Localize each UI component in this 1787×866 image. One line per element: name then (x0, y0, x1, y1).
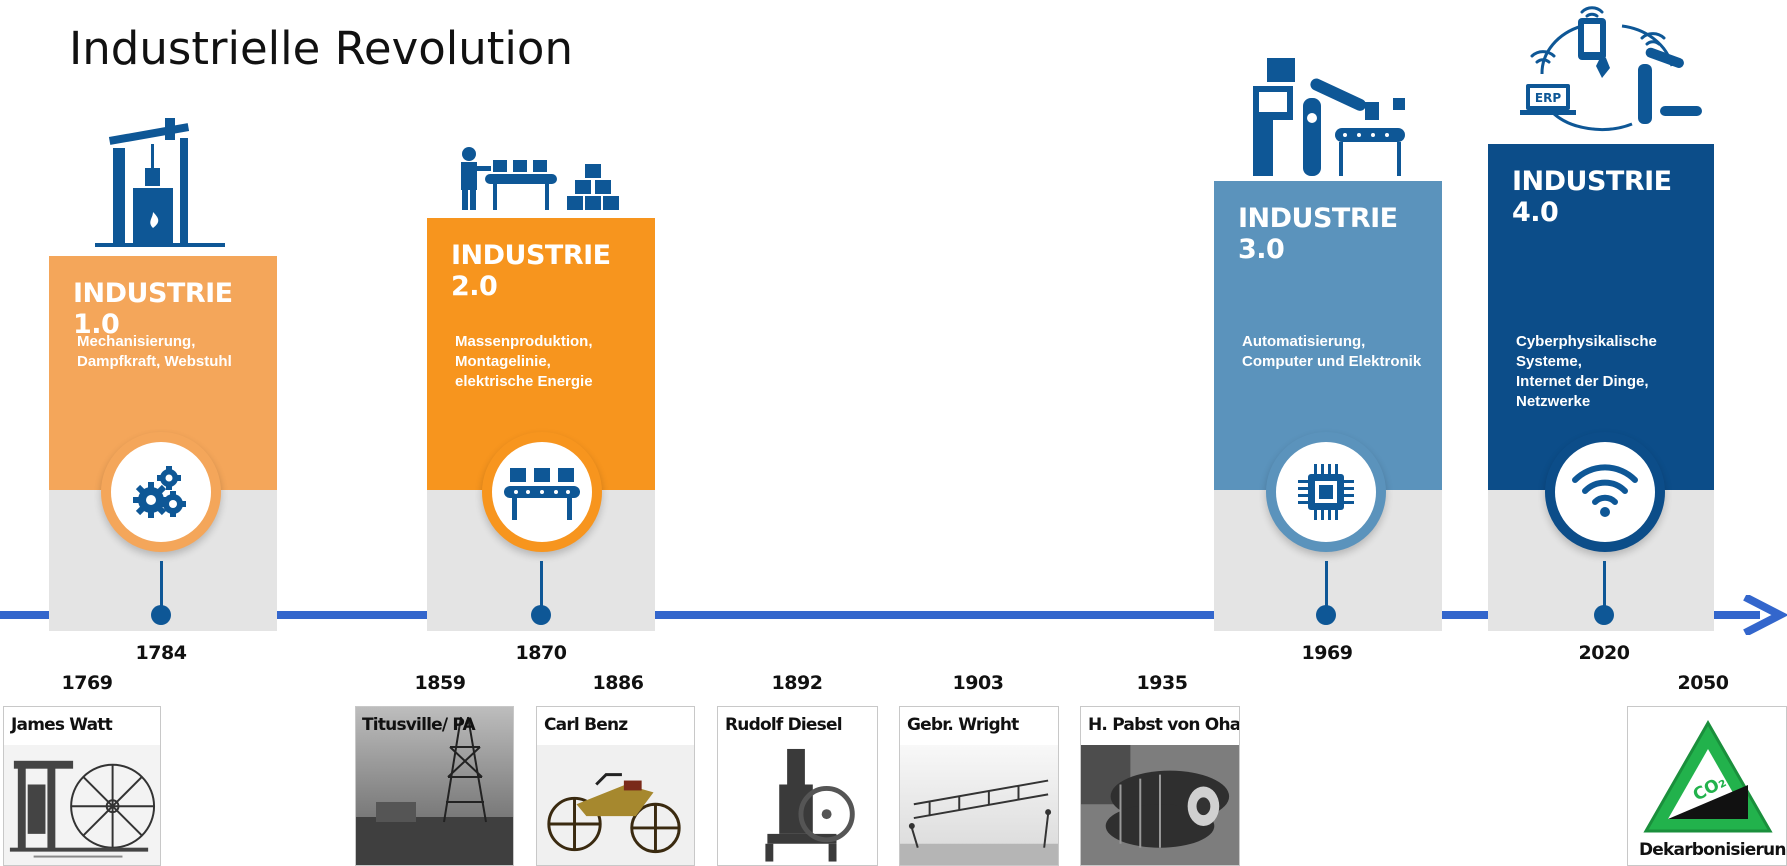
milestone-year: 1935 (1136, 672, 1188, 694)
diesel-engine-photo (718, 745, 877, 865)
panel-industrie-1: INDUSTRIE 1.0 Mechanisierung, Dampfkraft… (49, 256, 277, 631)
panel-stem (160, 561, 163, 613)
panel-circle (1266, 432, 1386, 552)
panel-year: 1784 (135, 642, 187, 664)
panel-stem (540, 561, 543, 613)
benz-motorwagen-photo (537, 745, 694, 865)
milestone-year: 1903 (952, 672, 1004, 694)
panel-stem (1325, 561, 1328, 613)
panel-stem (1603, 561, 1606, 613)
co2-warning-sign: CO₂ (1643, 719, 1773, 833)
milestone-year: 1892 (771, 672, 823, 694)
assembly-line-icon (461, 147, 619, 210)
milestone-card-carl-benz: Carl Benz (536, 706, 695, 866)
steam-engine-photo (4, 745, 160, 865)
milestone-year: 2050 (1677, 672, 1729, 694)
panel-circle (1545, 432, 1665, 552)
erp-label: ERP (1535, 91, 1561, 105)
panel-year: 2020 (1578, 642, 1630, 664)
panel-description: Massenproduktion, Montagelinie, elektris… (455, 333, 593, 390)
milestone-caption: Titusville/ PA (362, 715, 476, 735)
panel-industrie-3: INDUSTRIE 3.0 Automatisierung, Computer … (1214, 181, 1442, 631)
milestone-card-dekarbonisierung: CO₂ Dekarbonisierung (1627, 706, 1787, 866)
page-title: Industrielle Revolution (69, 22, 573, 75)
milestone-year: 1769 (61, 672, 113, 694)
milestone-caption: James Watt (11, 715, 113, 735)
milestone-card-james-watt: James Watt (3, 706, 161, 866)
milestone-caption: H. Pabst von Ohain (1088, 715, 1240, 735)
chip-icon (1298, 464, 1354, 520)
panel-year: 1969 (1301, 642, 1353, 664)
wright-glider-photo (900, 745, 1058, 865)
gears-icon (133, 466, 186, 518)
milestone-caption: Gebr. Wright (907, 715, 1019, 735)
panel-year: 1870 (515, 642, 567, 664)
milestone-card-rudolf-diesel: Rudolf Diesel (717, 706, 878, 866)
robot-arm-computer-icon (1253, 58, 1405, 176)
milestone-caption: Rudolf Diesel (725, 715, 843, 735)
milestone-caption: Dekarbonisierung (1639, 840, 1787, 860)
milestone-caption: Carl Benz (544, 715, 628, 735)
wifi-icon (1572, 464, 1638, 517)
panel-description: Automatisierung, Computer und Elektronik (1242, 333, 1422, 370)
panel-industrie-4: INDUSTRIE 4.0 Cyberphysikalische Systeme… (1488, 144, 1714, 631)
panel-circle (482, 432, 602, 552)
panel-description: Cyberphysikalische Systeme, Internet der… (1516, 333, 1657, 410)
panel-title: INDUSTRIE 4.0 (1512, 166, 1672, 228)
conveyor-icon (504, 468, 580, 520)
milestone-year: 1859 (414, 672, 466, 694)
iot-network-icon: ERP (1520, 6, 1702, 132)
oil-derrick-photo (356, 707, 513, 865)
panel-title: INDUSTRIE 2.0 (451, 240, 611, 302)
milestone-year: 1886 (592, 672, 644, 694)
timeline-axis (0, 595, 1787, 635)
timeline-dot (151, 605, 171, 625)
jet-engine-photo (1081, 745, 1239, 865)
panel-description: Mechanisierung, Dampfkraft, Webstuhl (77, 333, 232, 370)
milestone-card-wright: Gebr. Wright (899, 706, 1059, 866)
timeline-dot (1594, 605, 1614, 625)
timeline-dot (531, 605, 551, 625)
steam-pump-icon (95, 118, 225, 247)
panel-circle (101, 432, 221, 552)
milestone-card-titusville: Titusville/ PA (355, 706, 514, 866)
milestone-card-von-ohain: H. Pabst von Ohain (1080, 706, 1240, 866)
timeline-dot (1316, 605, 1336, 625)
panel-title: INDUSTRIE 3.0 (1238, 203, 1398, 265)
panel-title: INDUSTRIE 1.0 (73, 278, 233, 340)
